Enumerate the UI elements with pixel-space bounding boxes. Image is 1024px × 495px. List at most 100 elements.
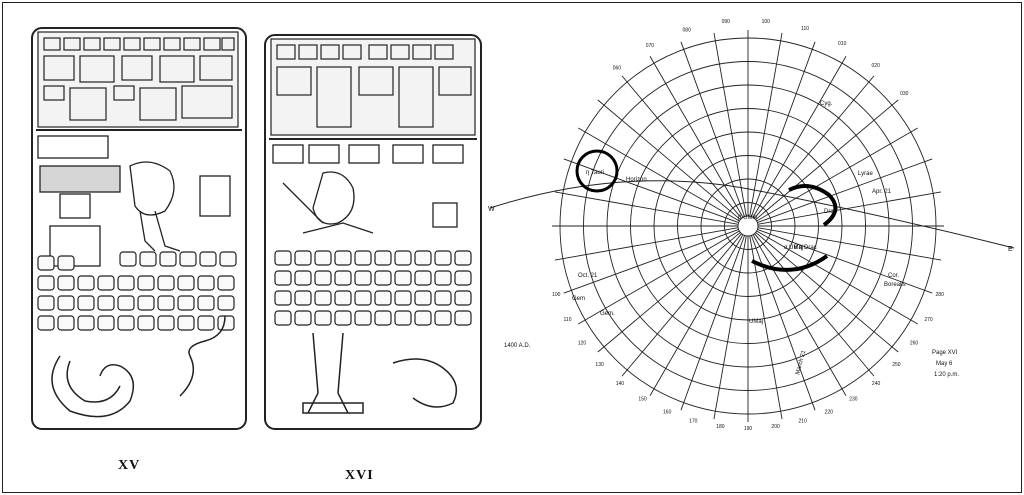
page-label-xvi: XVI [345,468,374,483]
star-label-oct: Oct. 21 [578,273,598,279]
azimuth-spoke [754,75,875,219]
azimuth-spoke [597,99,741,220]
azimuth-spoke [680,41,746,217]
page-label-xv: XV [118,458,141,473]
draco-highlight-mark [751,184,838,272]
azimuth-tick-label: 010 [838,41,847,47]
star-label-horizon: Horizon [626,177,647,183]
azimuth-spoke [680,235,746,411]
star-label-ursa: α UMaj [784,245,803,251]
azimuth-tick-label: 080 [683,27,692,33]
figure-scene [37,135,231,267]
azimuth-tick-label: 260 [910,341,919,347]
era-label: 1400 A.D. [504,343,531,349]
azimuth-tick-label: 210 [799,419,808,425]
day-glyph-grid [274,250,472,326]
azimuth-tick-label: 180 [716,424,725,430]
azimuth-spoke [597,232,741,353]
star-label-drac2: θ η Drac [794,245,817,251]
azimuth-tick-label: 100 [762,19,771,25]
chart-grid [552,30,944,422]
star-label-borealis: Borealis [884,282,906,288]
azimuth-spoke [756,127,918,222]
azimuth-tick-label: 270 [924,317,933,323]
codex-page-xvi [264,34,482,430]
azimuth-spoke [757,228,933,294]
star-label-umin: β UMin [738,215,757,221]
star-label-gem2: Gem. [600,311,615,317]
azimuth-spoke [713,235,747,420]
azimuth-spoke [755,232,899,353]
azimuth-tick-label: 250 [892,362,901,368]
azimuth-tick-label: 110 [801,26,809,32]
azimuth-spoke [757,158,933,224]
azimuth-tick-label: 190 [744,426,753,432]
azimuth-tick-label: 030 [900,91,909,97]
star-label-drac1: Drac [824,209,837,215]
azimuth-tick-label: 200 [771,424,780,430]
azimuth-spoke [621,233,742,377]
azimuth-spoke [752,56,847,218]
azimuth-tick-label: 170 [689,419,698,425]
azimuth-spoke [757,227,942,261]
azimuth-tick-label: 110 [564,317,572,323]
azimuth-ticks-top: 060 070 080 090 100 110 010 020 030 [613,19,909,97]
star-label-march: March 21 [795,349,807,375]
azimuth-tick-label: 140 [616,381,625,387]
caption-line-1: Page XVI [932,350,958,356]
horizon-line [489,180,1015,249]
tauri-highlight-circle [575,149,619,193]
azimuth-tick-label: 020 [872,63,881,69]
caption-line-3: 1:20 p.m. [934,372,959,378]
azimuth-spoke [649,234,744,396]
azimuth-tick-label: 130 [595,362,604,368]
azimuth-spoke [563,228,739,294]
star-label-umaj: UMaj [749,319,763,325]
day-glyph-grid [37,251,237,331]
azimuth-tick-label: 160 [663,409,672,415]
azimuth-spoke [621,75,742,219]
azimuth-tick-label: 070 [646,43,655,49]
azimuth-tick-label: 090 [722,19,731,25]
azimuth-spoke [563,158,739,224]
azimuth-spoke [554,191,739,225]
star-label-cor: Cor. [888,273,899,279]
azimuth-spoke [750,41,816,217]
azimuth-spoke [752,234,847,396]
star-label-cyg: Cyg. [820,101,833,107]
azimuth-spoke [578,127,740,222]
azimuth-tick-label: 150 [638,397,647,403]
figure-scene [272,144,464,234]
azimuth-spoke [756,230,918,325]
azimuth-spoke [749,32,783,217]
azimuth-spoke [578,230,740,325]
direction-east: E [1008,246,1013,253]
azimuth-tick-label: 060 [613,66,622,72]
glyph-block-top [37,31,239,128]
star-label-tauri: η Tauri [586,170,604,176]
azimuth-spoke [755,99,899,220]
azimuth-tick-label: 100 [552,292,561,298]
azimuth-tick-label: 220 [825,409,834,415]
azimuth-spoke [749,235,783,420]
azimuth-tick-label: 280 [936,292,945,298]
codex-page-xv [31,27,247,430]
star-label-lyr-date: Apr. 21 [872,189,892,195]
star-label-gem1: Gem [572,296,585,302]
serpent-figure [51,315,226,418]
azimuth-spoke [554,227,739,261]
azimuth-spoke [649,56,744,218]
caption-line-2: May 6 [936,361,953,367]
azimuth-tick-label: 240 [872,381,881,387]
azimuth-tick-label: 230 [849,397,858,403]
glyph-block-top [270,38,476,136]
legs-figure [302,332,458,414]
star-label-lyrae: Lyrae [858,171,873,177]
polar-star-chart: W E η Tauri Horizon Cyg. Lyrae Apr. 21 D… [488,19,1015,432]
azimuth-spoke [754,233,875,377]
azimuth-spoke [713,32,747,217]
direction-west: W [488,206,495,213]
azimuth-spoke [757,191,942,225]
